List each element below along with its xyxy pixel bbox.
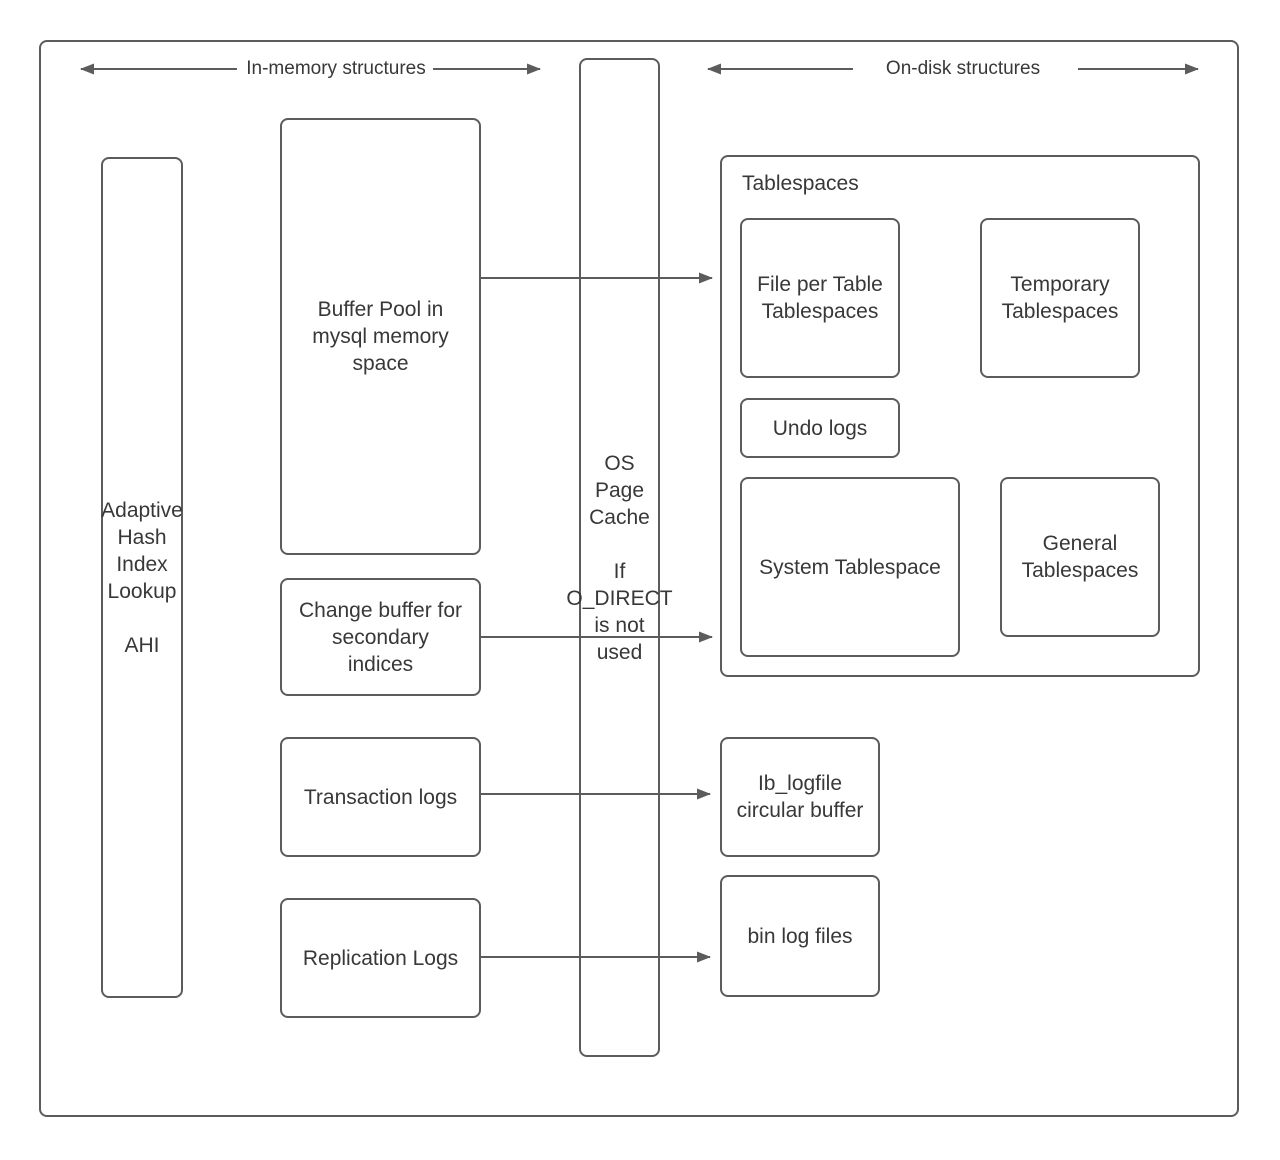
node-file-per-table-tablespaces: File per Table Tablespaces (740, 218, 900, 378)
node-buffer-pool: Buffer Pool in mysql memory space (280, 118, 481, 555)
node-ib-logfile: Ib_logfile circular buffer (720, 737, 880, 857)
tablespaces-group-title: Tablespaces (742, 172, 859, 195)
on-disk-structures-label: On-disk structures (885, 58, 1041, 79)
node-adaptive-hash-index: Adaptive Hash Index Lookup AHI (101, 157, 183, 998)
node-transaction-logs: Transaction logs (280, 737, 481, 857)
node-general-tablespaces: General Tablespaces (1000, 477, 1160, 637)
in-memory-structures-label: In-memory structures (246, 58, 426, 79)
node-change-buffer: Change buffer for secondary indices (280, 578, 481, 696)
node-os-page-cache: OS Page Cache If O_DIRECT is not used (566, 58, 673, 1057)
node-system-tablespace: System Tablespace (740, 477, 960, 657)
node-undo-logs: Undo logs (740, 398, 900, 458)
node-temporary-tablespaces: Temporary Tablespaces (980, 218, 1140, 378)
node-replication-logs: Replication Logs (280, 898, 481, 1018)
tablespaces-group: Tablespaces File per Table Tablespaces T… (720, 155, 1200, 677)
node-bin-log-files: bin log files (720, 875, 880, 997)
